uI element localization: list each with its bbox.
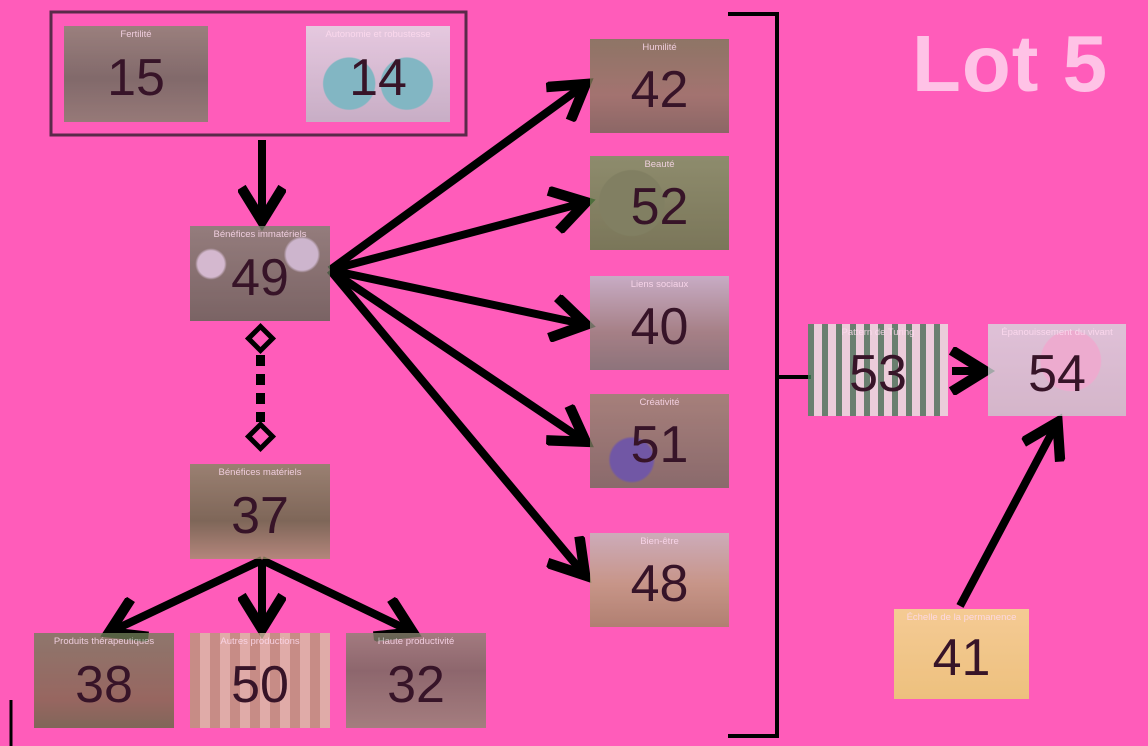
card-32[interactable]: Haute productivité 32	[346, 633, 486, 728]
card-38-number: 38	[75, 655, 133, 714]
card-50[interactable]: Autres productions 50	[190, 633, 330, 728]
card-14-title: Autonomie et robustesse	[325, 29, 431, 40]
group-frame-15-14	[49, 10, 468, 137]
card-37-title: Bénéfices matériels	[218, 467, 302, 478]
card-48-number: 48	[630, 555, 689, 614]
card-37-number: 37	[231, 486, 289, 545]
arrow-49-to-40	[329, 266, 583, 324]
card-52-title: Beauté	[644, 159, 675, 170]
card-42-title: Humilité	[642, 42, 677, 53]
card-48[interactable]: Bien-être 48	[590, 533, 729, 627]
card-40[interactable]: Liens sociaux 40	[590, 276, 729, 370]
card-32-number: 32	[387, 655, 445, 714]
card-52-number: 52	[630, 178, 689, 237]
card-54-title: Épanouissement du vivant	[1001, 327, 1113, 338]
card-49-number: 49	[231, 248, 289, 307]
card-40-number: 40	[630, 298, 689, 357]
card-49-title: Bénéfices immatériels	[213, 229, 307, 240]
card-38-title: Produits thérapeutiques	[53, 636, 155, 647]
card-49[interactable]: Bénéfices immatériels 49	[190, 226, 330, 321]
bracket-frame	[728, 12, 779, 738]
card-41-number: 41	[932, 629, 991, 688]
card-14-number: 14	[349, 49, 407, 108]
card-32-title: Haute productivité	[377, 636, 455, 647]
card-15-number: 15	[107, 49, 165, 108]
card-38[interactable]: Produits thérapeutiques 38	[34, 633, 174, 728]
card-15[interactable]: Fertilité 15	[64, 26, 208, 122]
card-53-title: Pattern de Turing	[841, 327, 915, 338]
card-14[interactable]: Autonomie et robustesse 14	[306, 26, 450, 122]
card-50-number: 50	[231, 655, 289, 714]
card-51-title: Créativité	[639, 397, 680, 408]
arrow-49-to-48	[326, 267, 583, 573]
card-40-title: Liens sociaux	[630, 279, 689, 290]
card-48-title: Bien-être	[640, 536, 679, 547]
card-51[interactable]: Créativité 51	[590, 394, 729, 488]
lot-label: Lot 5	[912, 19, 1109, 108]
arrow-49-to-42	[327, 86, 583, 274]
card-15-title: Fertilité	[120, 29, 152, 40]
arrow-49-to-51	[327, 266, 583, 440]
card-52[interactable]: Beauté 52	[590, 156, 729, 250]
card-51-number: 51	[630, 416, 689, 475]
arrow-37-to-38	[112, 556, 264, 631]
arrow-41-to-54	[956, 425, 1056, 608]
card-41[interactable]: Échelle de la permanence 41	[894, 609, 1029, 699]
dotted-link-49-37	[244, 322, 277, 453]
card-41-title: Échelle de la permanence	[906, 612, 1017, 623]
card-42[interactable]: Humilité 42	[590, 39, 729, 133]
arrow-37-to-32	[260, 556, 410, 631]
card-53[interactable]: Pattern de Turing 53	[808, 324, 948, 416]
card-42-number: 42	[630, 61, 689, 120]
card-50-title: Autres productions	[220, 636, 300, 647]
card-54-number: 54	[1028, 345, 1086, 404]
card-53-number: 53	[849, 345, 907, 404]
card-37[interactable]: Bénéfices matériels 37	[190, 464, 330, 559]
card-54[interactable]: Épanouissement du vivant 54	[988, 324, 1126, 416]
arrow-49-to-52	[328, 203, 583, 274]
